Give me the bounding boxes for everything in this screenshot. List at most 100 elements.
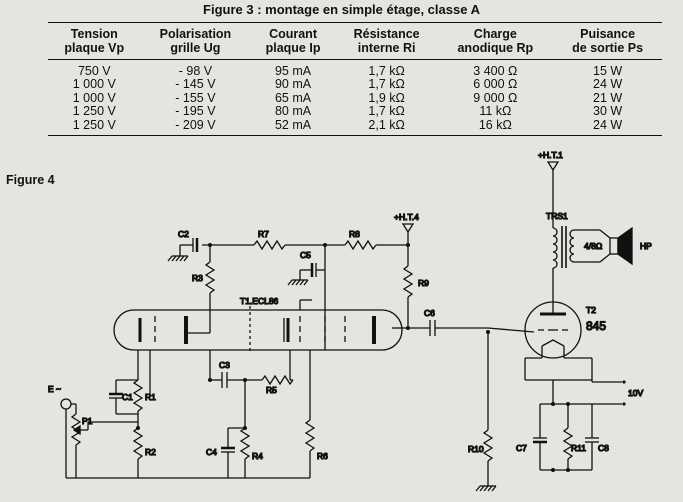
table-cell: 1,7 kΩ <box>368 104 405 119</box>
label-r9: R9 <box>418 278 429 288</box>
table-cell: - 195 V <box>175 104 216 119</box>
ht1-terminal <box>546 161 560 172</box>
table-cell: 1 250 V <box>48 118 141 137</box>
label-r11: R11 <box>571 443 586 453</box>
table-cell: 90 mA <box>274 77 312 92</box>
table-cell: 1 000 V <box>72 77 116 92</box>
table-row: 1 250 V - 195 V 80 mA 1,7 kΩ 11 kΩ 30 W <box>48 104 662 119</box>
r9-resistor <box>402 265 414 298</box>
col-header-line: anodique Rp <box>457 41 534 55</box>
label-ht1: +H.T.1 <box>538 150 563 160</box>
label-c3: C3 <box>219 360 230 370</box>
input-jack <box>60 398 72 410</box>
table-cell: 16 kΩ <box>437 118 554 137</box>
ht4-terminal <box>401 223 415 245</box>
label-r1: R1 <box>145 392 156 402</box>
label-r4: R4 <box>252 451 263 461</box>
label-r8: R8 <box>349 229 360 239</box>
col-header-line: Courant <box>269 27 317 41</box>
c5-capacitor <box>287 263 325 286</box>
label-r7: R7 <box>258 229 269 239</box>
845-triode <box>524 300 582 359</box>
label-imp: 4/8Ω <box>584 241 602 251</box>
table-cell: 15 W <box>593 64 623 78</box>
table-cell: 95 mA <box>274 64 312 78</box>
label-r6: R6 <box>317 451 328 461</box>
table-cell: 21 W <box>593 90 623 105</box>
label-c7: C7 <box>516 443 527 453</box>
table-cell: - 98 V <box>178 64 213 78</box>
label-t2_type: 845 <box>586 319 606 333</box>
ground-r10 <box>475 485 497 492</box>
table-cell: 1,7 kΩ <box>368 77 405 92</box>
c8-capacitor <box>585 437 599 443</box>
label-c4: C4 <box>206 447 217 457</box>
r7-resistor <box>253 239 286 251</box>
table-row: 1 000 V - 145 V 90 mA 1,7 kΩ 6 000 Ω 24 W <box>48 77 662 92</box>
c3-capacitor <box>221 372 228 388</box>
c7-capacitor <box>533 437 547 444</box>
r11-resistor <box>562 427 574 460</box>
table-cell: 3 400 Ω <box>473 64 518 78</box>
label-c2: C2 <box>178 229 189 239</box>
label-c8: C8 <box>598 443 609 453</box>
c4-capacitor <box>221 446 235 453</box>
table-cell: 6 000 Ω <box>473 77 518 92</box>
r10-resistor <box>482 429 494 462</box>
col-header-line: plaque Ip <box>265 41 321 55</box>
col-header-line: Puisance <box>580 27 636 41</box>
label-p1: P1 <box>82 416 93 426</box>
table-cell: - 209 V <box>140 118 251 137</box>
table-cell: 65 mA <box>274 90 312 105</box>
table-cell: 52 mA <box>250 118 336 137</box>
col-header-line: Résistance <box>353 27 420 41</box>
table-cell: - 145 V <box>175 77 216 92</box>
label-v10: 10V <box>628 388 643 398</box>
table-cell: 1 250 V <box>72 104 116 119</box>
table-cell: 30 W <box>593 104 623 119</box>
col-header-line: grille Ug <box>170 41 221 55</box>
label-c5: C5 <box>300 250 311 260</box>
r4-resistor <box>239 427 251 460</box>
r8-resistor <box>344 239 377 251</box>
speaker-hp <box>599 226 633 266</box>
top-rail <box>202 239 408 251</box>
figure3-title: Figure 3 : montage en simple étage, clas… <box>203 2 480 17</box>
table-cell: - 155 V <box>175 90 216 105</box>
label-t2: T2 <box>586 305 596 315</box>
figure4-title: Figure 4 <box>6 173 55 187</box>
col-header-line: Tension <box>70 27 118 41</box>
col-header-line: interne Ri <box>357 41 416 55</box>
label-hp: HP <box>640 241 652 251</box>
r3-resistor <box>204 261 216 294</box>
label-c1: C1 <box>122 392 133 402</box>
col-header-line: Charge <box>473 27 517 41</box>
c6-capacitor <box>429 320 436 336</box>
col-header-line: plaque Vp <box>64 41 125 55</box>
table-cell: 24 W <box>553 118 662 137</box>
label-r5: R5 <box>266 385 277 395</box>
table-cell: 11 kΩ <box>479 104 512 119</box>
table-cell: 80 mA <box>274 104 312 119</box>
label-trs1: TRS1 <box>546 211 568 221</box>
trs1-transformer <box>552 226 600 269</box>
table-cell: 24 W <box>593 77 623 92</box>
ecl86-tube <box>113 306 403 354</box>
ground-c2 <box>167 255 189 262</box>
r5-resistor <box>261 374 294 386</box>
table-cell: 1,7 kΩ <box>368 64 405 78</box>
label-r2: R2 <box>145 447 156 457</box>
c2-capacitor <box>179 238 199 256</box>
label-r10: R10 <box>468 444 484 454</box>
